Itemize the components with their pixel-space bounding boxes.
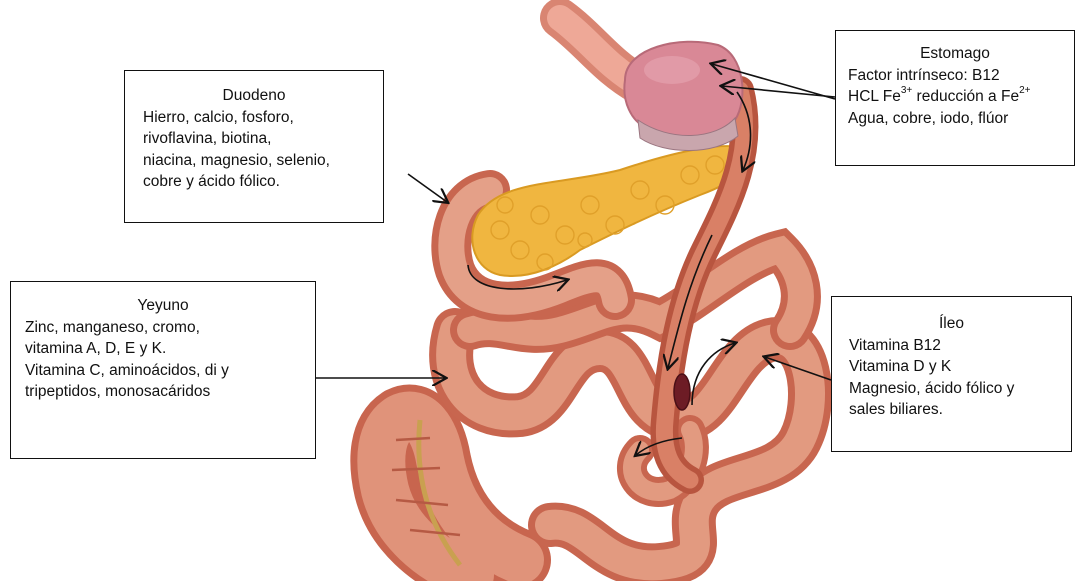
estomago-iron-superscript-1: 3+ — [901, 85, 912, 96]
duodeno-line: Hierro, calcio, fosforo, — [143, 107, 383, 129]
yeyuno-line: tripeptidos, monosacáridos — [25, 381, 315, 403]
estomago-iron-superscript-2: 2+ — [1019, 85, 1030, 96]
estomago-line: Agua, cobre, iodo, flúor — [848, 108, 1074, 130]
estomago-iron-line: HCL Fe3+ reducción a Fe2+ — [848, 86, 1074, 108]
leader-arrow-duodeno — [408, 174, 447, 202]
estomago-iron-prefix: HCL Fe — [848, 88, 901, 105]
yeyuno-line: vitamina A, D, E y K. — [25, 338, 315, 360]
estomago-label-box: Estomago Factor intrínseco: B12 HCL Fe3+… — [835, 30, 1075, 166]
duodeno-label-box: Duodeno Hierro, calcio, fosforo, rivofla… — [124, 70, 384, 223]
yeyuno-title: Yeyuno — [25, 295, 315, 317]
yeyuno-line: Vitamina C, aminoácidos, di y — [25, 360, 315, 382]
ileocecal-patch — [674, 374, 690, 410]
stomach — [624, 42, 742, 151]
estomago-title: Estomago — [848, 43, 1074, 65]
ileo-line: sales biliares. — [849, 399, 1071, 421]
yeyuno-line: Zinc, manganeso, cromo, — [25, 317, 315, 339]
colon — [381, 416, 520, 575]
duodeno-line: niacina, magnesio, selenio, — [143, 150, 383, 172]
duodeno-line: rivoflavina, biotina, — [143, 128, 383, 150]
estomago-line: Factor intrínseco: B12 — [848, 65, 1074, 87]
ileo-line: Magnesio, ácido fólico y — [849, 378, 1071, 400]
ileo-line: Vitamina D y K — [849, 356, 1071, 378]
ileo-title: Íleo — [849, 313, 1071, 335]
duodeno-line: cobre y ácido fólico. — [143, 171, 383, 193]
yeyuno-label-box: Yeyuno Zinc, manganeso, cromo, vitamina … — [10, 281, 316, 459]
ileo-line: Vitamina B12 — [849, 335, 1071, 357]
estomago-iron-middle: reducción a Fe — [912, 88, 1019, 105]
ileo-label-box: Íleo Vitamina B12 Vitamina D y K Magnesi… — [831, 296, 1072, 452]
duodeno-title: Duodeno — [143, 85, 383, 107]
